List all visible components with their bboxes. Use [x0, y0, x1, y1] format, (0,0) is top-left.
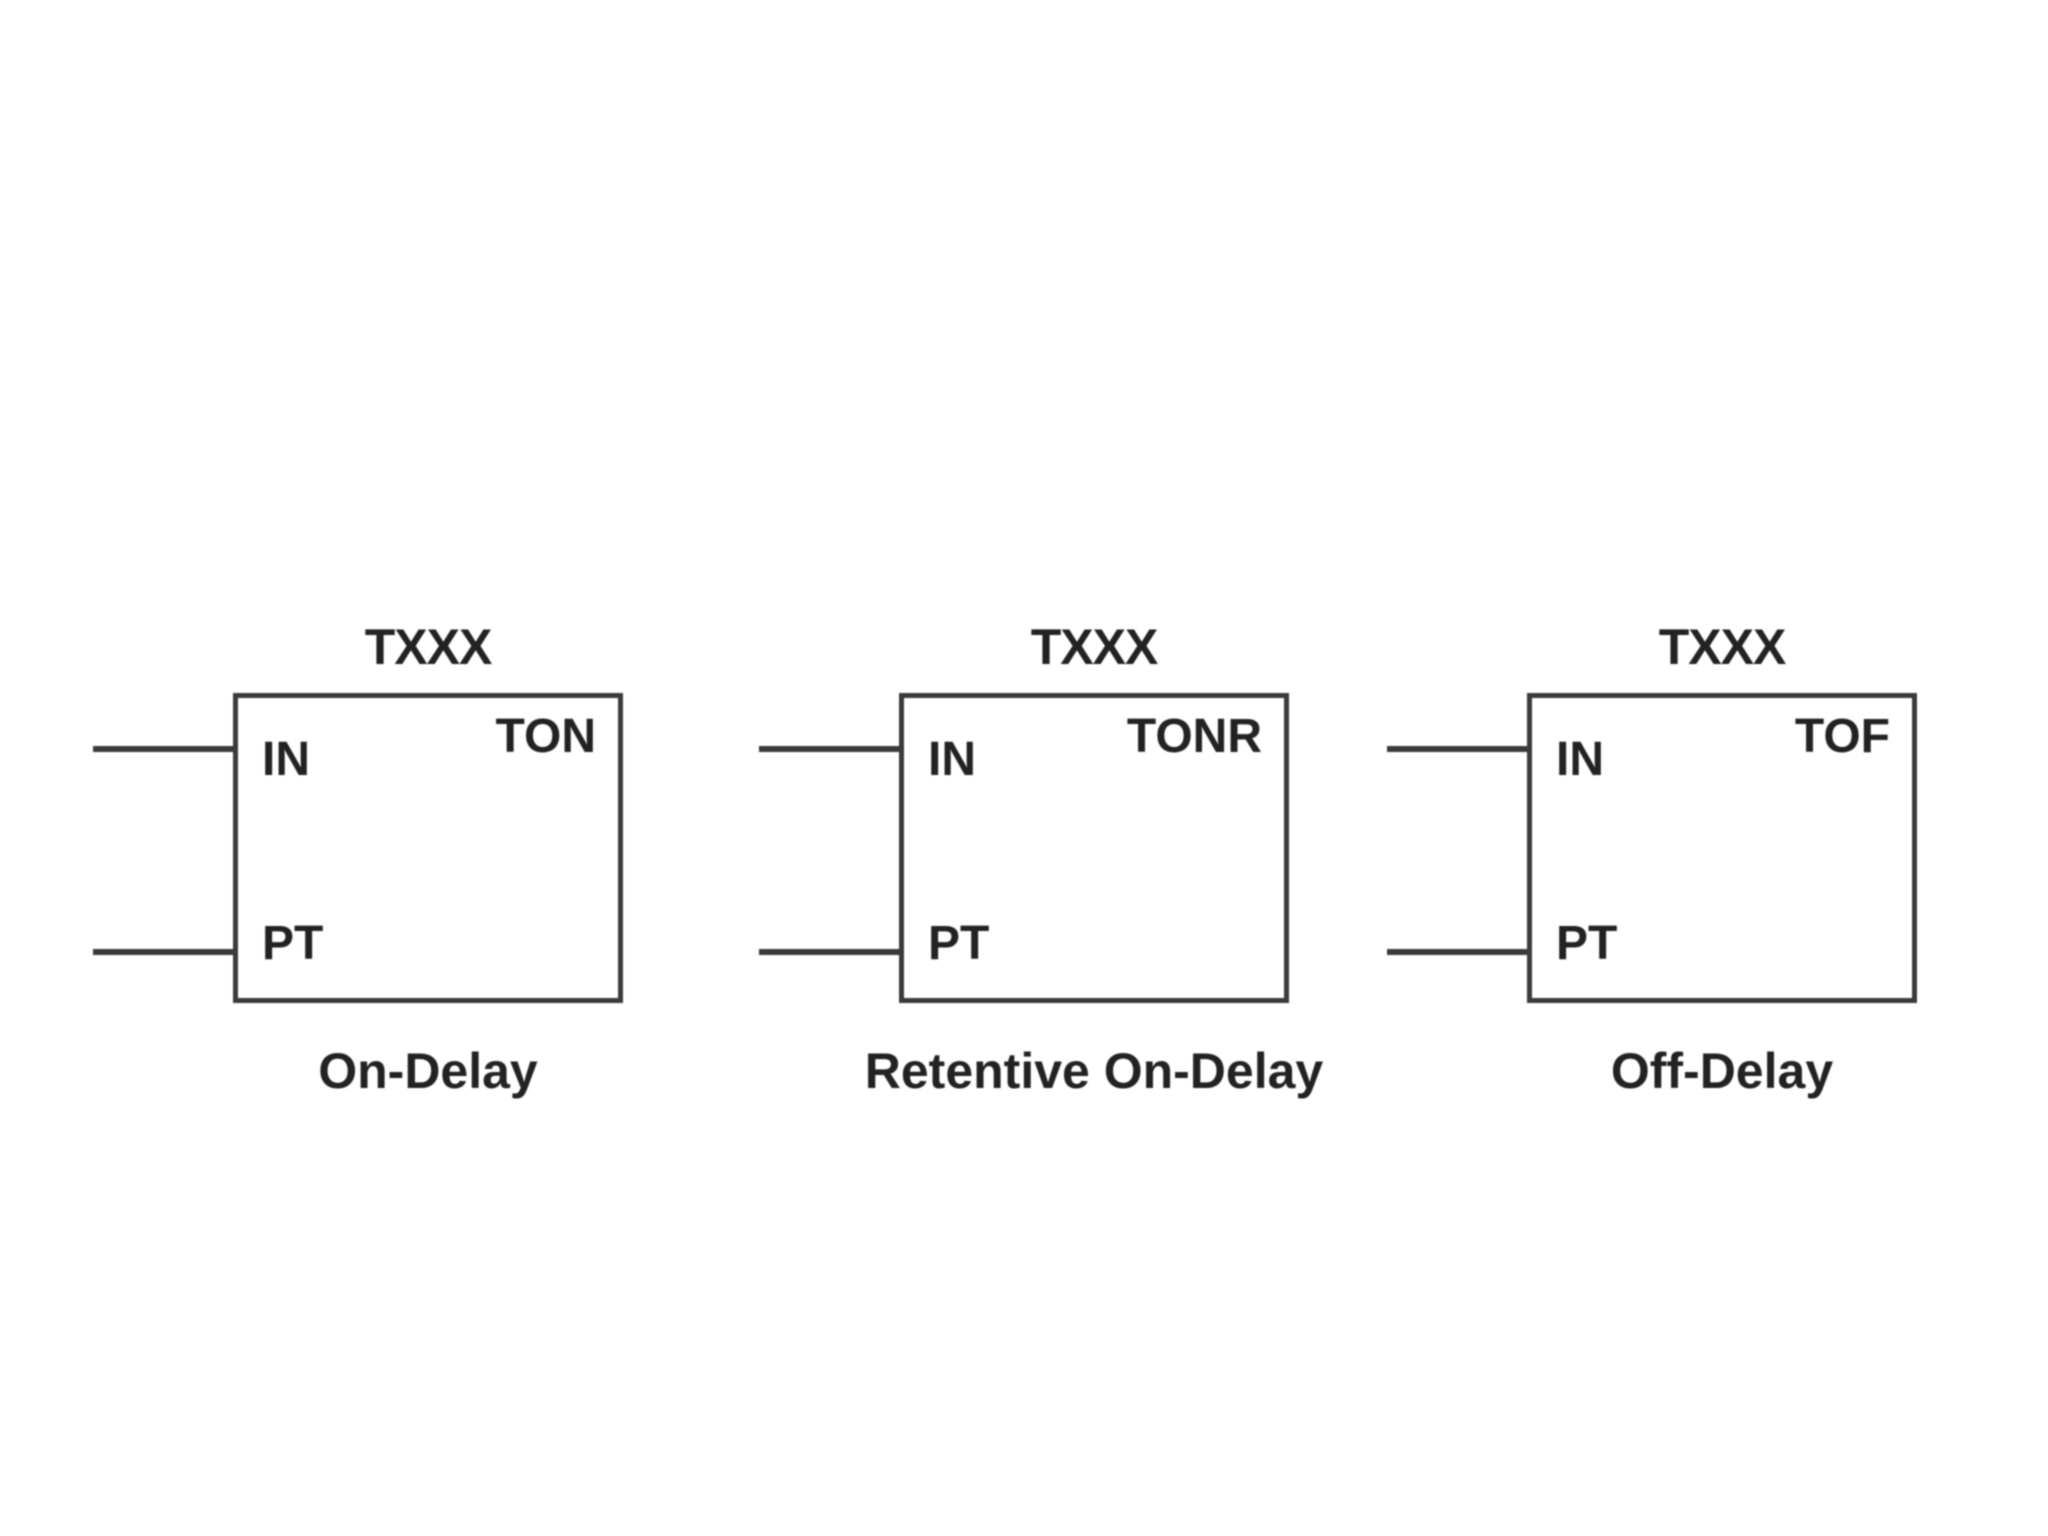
pt-pin-label: PT	[928, 917, 990, 970]
pt-pin-label: PT	[262, 917, 324, 970]
in-pin-label: IN	[928, 733, 976, 786]
in-input-wire	[93, 746, 233, 752]
timer-box: IN PT TON	[233, 693, 623, 1003]
in-input-wire	[759, 746, 899, 752]
block-caption: Retentive On-Delay	[864, 1043, 1324, 1099]
pt-input-wire	[759, 949, 899, 955]
in-pin-label: IN	[1556, 733, 1604, 786]
timer-type-label: TONR	[1126, 710, 1262, 763]
block-caption: Off-Delay	[1610, 1043, 1834, 1099]
in-input-wire	[1387, 746, 1527, 752]
timer-type-label: TOF	[1794, 710, 1890, 763]
pt-pin-label: PT	[1556, 917, 1618, 970]
in-pin-label: IN	[262, 733, 310, 786]
pt-input-wire	[1387, 949, 1527, 955]
pt-input-wire	[93, 949, 233, 955]
block-caption: On-Delay	[318, 1043, 538, 1099]
timer-tag-label: TXXX	[364, 619, 493, 675]
timer-tag-label: TXXX	[1030, 619, 1159, 675]
timer-box: IN PT TOF	[1527, 693, 1917, 1003]
timer-tag-label: TXXX	[1658, 619, 1787, 675]
timer-box: IN PT TONR	[899, 693, 1289, 1003]
timer-type-label: TON	[495, 710, 596, 763]
